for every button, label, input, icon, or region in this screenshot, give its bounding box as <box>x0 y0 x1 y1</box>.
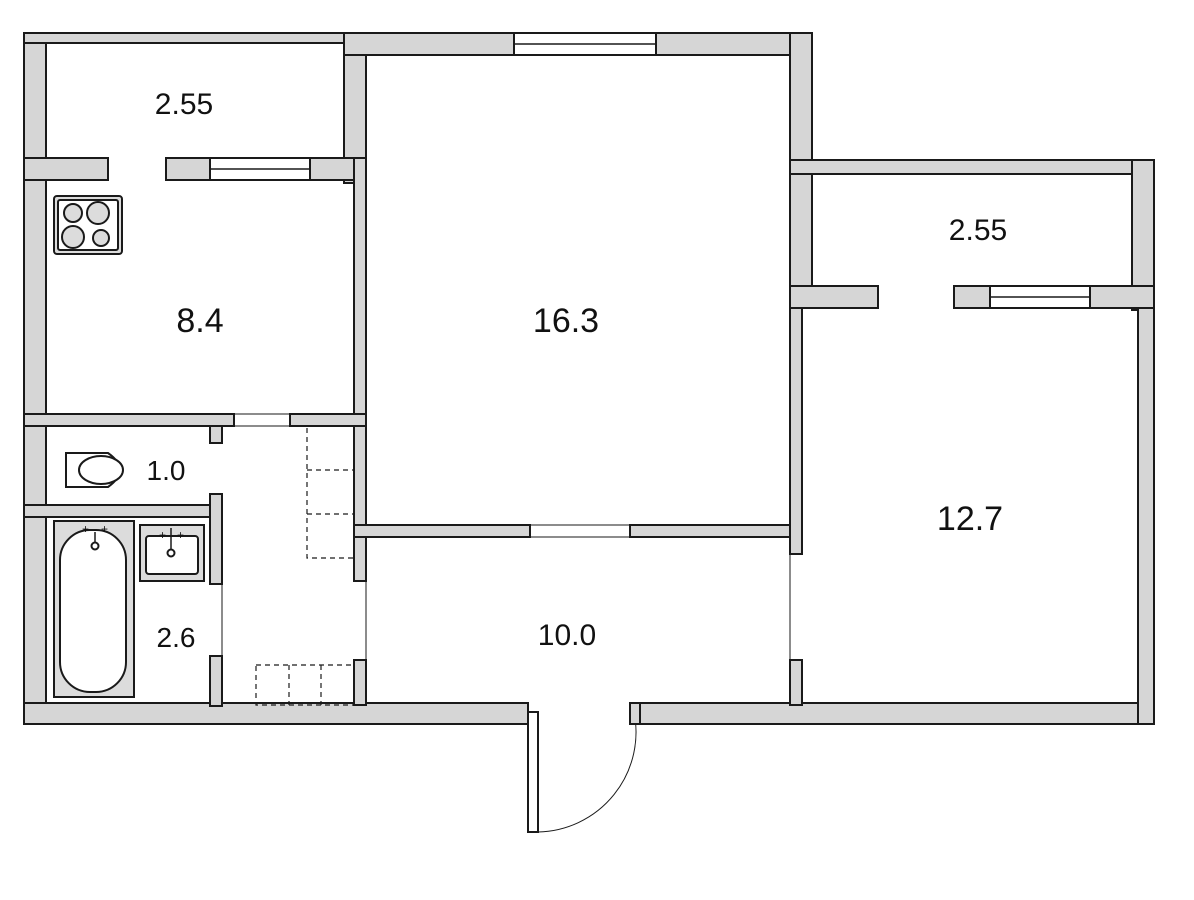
kitchen-bottom-wall-b <box>289 413 367 427</box>
closet-wall-b <box>353 659 367 706</box>
kitchen-balcony-wall-a <box>23 157 109 181</box>
toilet-area: 1.0 <box>147 455 186 486</box>
bathroom-area: 2.6 <box>157 622 196 653</box>
bathtub-icon: + + <box>53 520 135 698</box>
bedroom-top-wall-a <box>789 285 879 309</box>
entrance-door-swing <box>537 711 637 833</box>
hallway-area: 10.0 <box>538 619 596 652</box>
svg-text:+: + <box>82 522 89 536</box>
wall-hall-bedroom <box>789 659 803 706</box>
balcony-right-top-rail <box>789 159 1155 175</box>
entrance-jamb-right <box>629 702 641 725</box>
bath-right-wall-a <box>209 493 223 585</box>
living-room-area: 16.3 <box>533 302 599 340</box>
outer-wall-bottom-left <box>23 702 529 725</box>
kitchen-area: 8.4 <box>176 302 223 340</box>
closet-upper <box>306 425 355 559</box>
toilet-right-wall <box>209 425 223 444</box>
door-openings <box>221 413 791 660</box>
balcony-left-area: 2.55 <box>155 88 213 121</box>
closet-lower <box>255 664 355 706</box>
wall-living-bedroom <box>789 299 803 555</box>
wall-toilet-bath <box>23 504 223 518</box>
bath-right-wall-b <box>209 655 223 707</box>
entrance-door-leaf <box>527 711 539 833</box>
svg-text:+: + <box>101 522 108 536</box>
windows <box>209 32 1091 309</box>
closets <box>255 425 355 706</box>
closet-wall-a <box>353 425 367 582</box>
svg-text:+: + <box>177 528 184 542</box>
outer-wall-left <box>23 32 47 725</box>
svg-text:+: + <box>159 528 166 542</box>
entrance-door <box>527 702 641 833</box>
wall-kitchen-living <box>353 157 367 426</box>
bedroom-area: 12.7 <box>937 500 1003 538</box>
toilet-icon <box>65 452 124 488</box>
balcony-right-area: 2.55 <box>949 214 1007 247</box>
balcony-left-rail <box>23 32 347 44</box>
outer-wall-right-bedroom <box>1137 299 1155 725</box>
room-labels: 2.55 8.4 16.3 2.55 12.7 1.0 2.6 10.0 <box>147 88 1008 653</box>
outer-wall-bottom-right <box>637 702 1155 725</box>
living-bottom-wall-a <box>353 524 531 538</box>
living-bottom-wall-b <box>629 524 803 538</box>
kitchen-bottom-wall-a <box>23 413 235 427</box>
sink-icon: + + <box>139 524 205 582</box>
stove-icon <box>53 195 123 255</box>
